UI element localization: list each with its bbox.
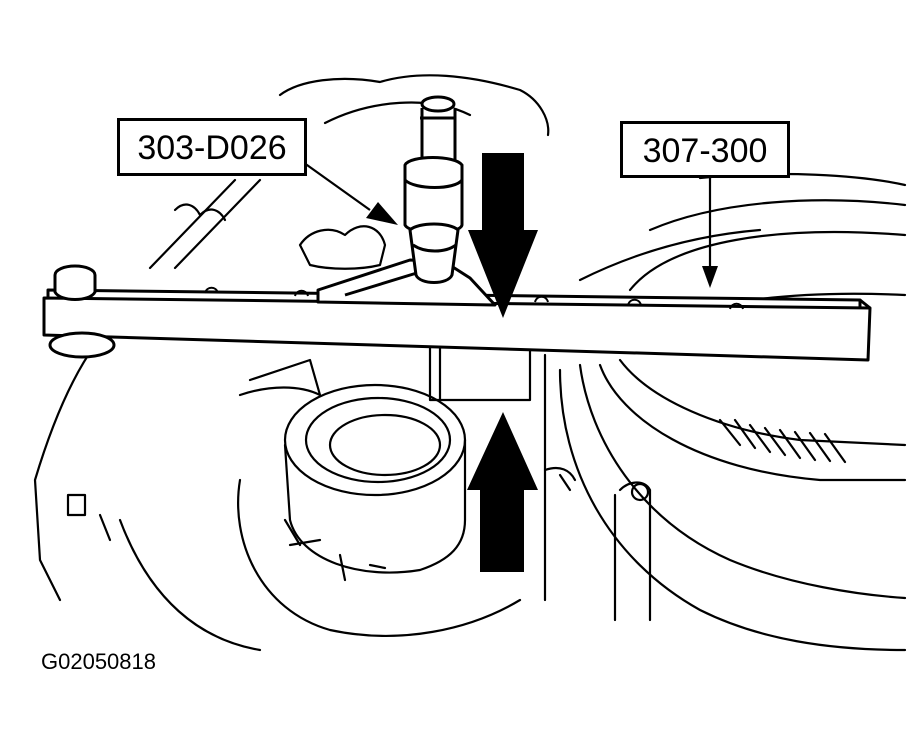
bar-right-end (859, 298, 871, 310)
bracket-right (613, 481, 652, 622)
callout-tool-307-300: 307-300 (620, 121, 790, 178)
tool-adapter (408, 222, 460, 284)
hub-detail (283, 518, 387, 582)
bar-hole (294, 289, 309, 297)
pivot-base (48, 331, 116, 359)
housing-left-lines (148, 178, 262, 270)
bearing-inner (328, 413, 442, 477)
housing-outline-top (278, 74, 550, 137)
figure-id: G02050818 (41, 649, 156, 674)
bracket-mark (543, 466, 577, 492)
tool-shaft-cap (420, 95, 456, 113)
bar-front-face (42, 296, 872, 362)
clip-detail (238, 358, 322, 397)
bearing-outer (283, 383, 467, 497)
arrow-up (467, 412, 538, 572)
bearing-middle (304, 396, 452, 484)
drum-ring-6 (598, 363, 907, 482)
housing-left-lower (118, 518, 262, 652)
drum-ring-2 (648, 199, 907, 232)
arrow-down (468, 153, 538, 318)
support-post-lines (438, 343, 547, 602)
drum-ring-7 (578, 363, 907, 600)
drum-gear-teeth (718, 418, 847, 464)
bar-hole (627, 298, 642, 306)
bar-hole (534, 295, 549, 303)
hand-shape (298, 225, 387, 270)
drum-ring-5 (618, 358, 907, 447)
leader-line-left (299, 159, 371, 211)
leader-arrowhead-left (366, 202, 398, 225)
bolt-left-lower (66, 493, 87, 517)
bar-hole (204, 286, 219, 294)
bearing-body (283, 438, 467, 574)
pivot-cap-side (53, 275, 97, 301)
adapter-bracket (316, 258, 497, 307)
tool-adapter-line (412, 243, 457, 253)
housing-right-curve (578, 228, 762, 282)
drum-ring-3 (628, 231, 907, 292)
hub-outline (237, 478, 522, 637)
leader-arrowhead-right (702, 266, 718, 288)
support-post (428, 343, 532, 402)
tool-body (403, 156, 464, 234)
bolt-head-right (630, 482, 650, 502)
housing-left-body (33, 343, 97, 602)
callout-tool-303-d026: 303-D026 (117, 118, 307, 176)
bar-hole (729, 302, 744, 310)
drum-ring-8 (558, 368, 907, 652)
left-slot (98, 513, 112, 542)
tool-body-line (403, 178, 464, 189)
